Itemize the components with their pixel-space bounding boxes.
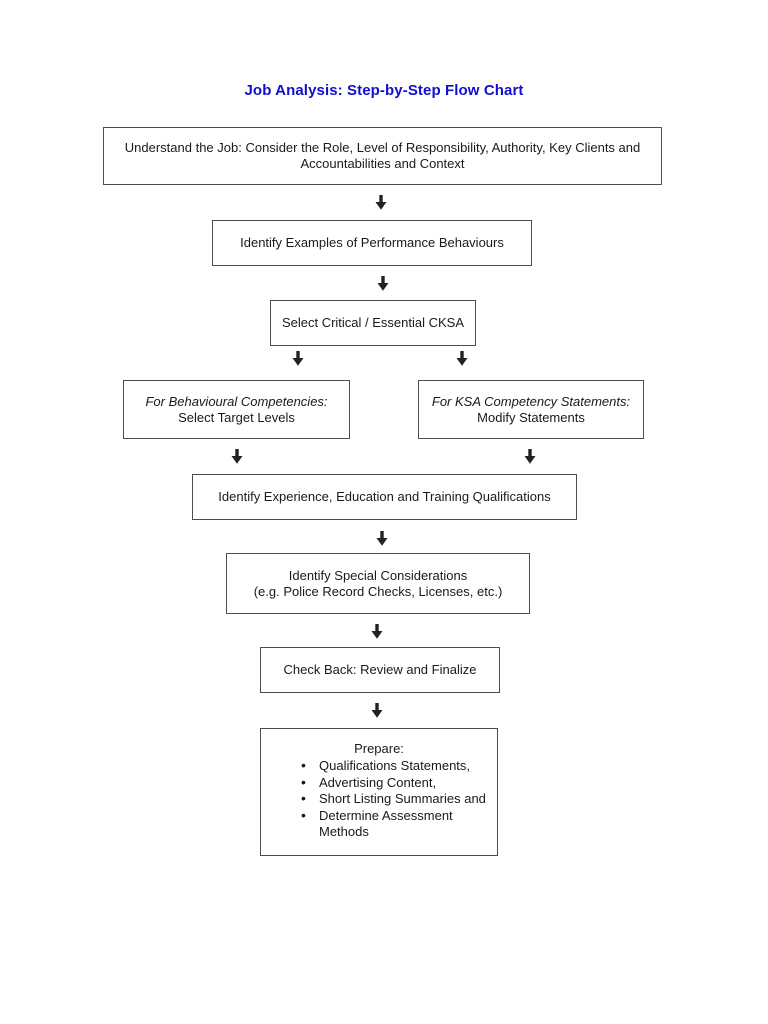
list-item: Short Listing Summaries and bbox=[299, 790, 491, 808]
flow-node-qualifications: Identify Experience, Education and Train… bbox=[192, 474, 577, 520]
node-text-line: Identify Experience, Education and Train… bbox=[218, 489, 551, 504]
flow-node-performance-behaviours: Identify Examples of Performance Behavio… bbox=[212, 220, 532, 266]
node-text-line: Identify Special Considerations bbox=[288, 567, 468, 583]
flow-node-special-considerations: Identify Special Considerations (e.g. Po… bbox=[226, 553, 530, 614]
flow-node-select-cksa: Select Critical / Essential CKSA bbox=[270, 300, 476, 346]
node-text-line: Select Critical / Essential CKSA bbox=[281, 315, 465, 330]
node-text-line: Identify Examples of Performance Behavio… bbox=[240, 235, 504, 250]
down-arrow-icon bbox=[524, 449, 536, 464]
node-text-line: Select Target Levels bbox=[178, 409, 295, 425]
flow-node-understand-job: Understand the Job: Consider the Role, L… bbox=[103, 127, 662, 185]
down-arrow-icon bbox=[456, 351, 468, 366]
node-text-line-italic: For Behavioural Competencies: bbox=[145, 393, 328, 409]
node-text-line: Modify Statements bbox=[477, 409, 585, 425]
flow-node-ksa-statements: For KSA Competency Statements: Modify St… bbox=[418, 380, 644, 439]
down-arrow-icon bbox=[231, 449, 243, 464]
flow-node-behavioural-competencies: For Behavioural Competencies: Select Tar… bbox=[123, 380, 350, 439]
down-arrow-icon bbox=[375, 195, 387, 210]
down-arrow-icon bbox=[371, 624, 383, 639]
flow-node-prepare: Prepare: Qualifications Statements, Adve… bbox=[260, 728, 498, 856]
node-text-line: Understand the Job: Consider the Role, L… bbox=[124, 140, 641, 155]
prepare-list: Qualifications Statements, Advertising C… bbox=[267, 757, 491, 841]
list-item: Determine Assessment Methods bbox=[299, 807, 491, 841]
node-text-line-italic: For KSA Competency Statements: bbox=[431, 393, 631, 409]
down-arrow-icon bbox=[292, 351, 304, 366]
node-text-line: Accountabilities and Context bbox=[300, 156, 465, 171]
page-title: Job Analysis: Step-by-Step Flow Chart bbox=[244, 82, 524, 99]
list-item: Advertising Content, bbox=[299, 774, 491, 792]
node-text-line: Check Back: Review and Finalize bbox=[283, 662, 477, 677]
down-arrow-icon bbox=[377, 276, 389, 291]
down-arrow-icon bbox=[371, 703, 383, 718]
prepare-heading: Prepare: bbox=[354, 741, 404, 756]
list-item: Qualifications Statements, bbox=[299, 757, 491, 775]
node-text-line: (e.g. Police Record Checks, Licenses, et… bbox=[253, 583, 503, 599]
down-arrow-icon bbox=[376, 531, 388, 546]
flow-node-check-back: Check Back: Review and Finalize bbox=[260, 647, 500, 693]
